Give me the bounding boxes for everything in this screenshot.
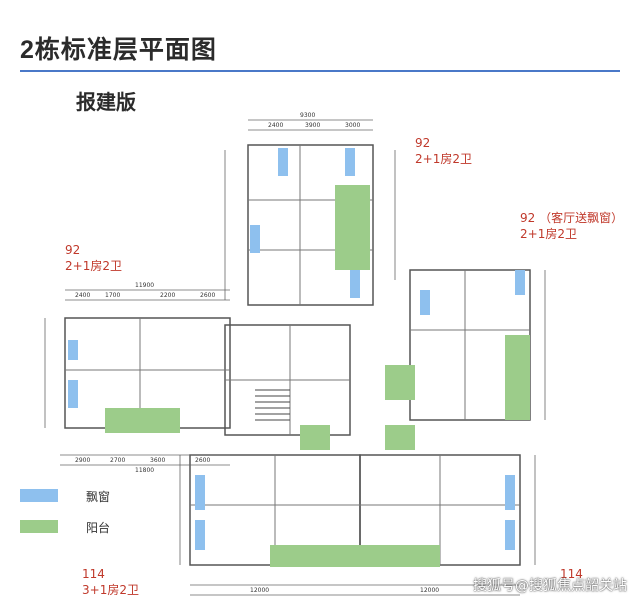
unit-label-top: 92 2+1房2卫 xyxy=(415,135,472,167)
unit-top-outline xyxy=(247,144,374,306)
legend-label-bay-window: 飘窗 xyxy=(86,490,111,504)
unit-label-left: 92 2+1房2卫 xyxy=(65,242,122,274)
unit-type: 3+1房2卫 xyxy=(82,583,139,597)
dim-top-1: 2400 xyxy=(268,122,283,129)
dim-top-total: 9300 xyxy=(300,112,315,119)
unit-area: 114 xyxy=(560,567,583,581)
page-subtitle: 报建版 xyxy=(76,92,136,114)
unit-area: 92 （客厅送飘窗） xyxy=(520,211,624,225)
dim-bottom-2: 12000 xyxy=(420,587,439,594)
dim-top-3: 3000 xyxy=(345,122,360,129)
unit-type: 2+1房2卫 xyxy=(65,259,122,273)
legend-swatch-bay-window xyxy=(20,489,58,502)
page-title: 2栋标准层平面图 xyxy=(20,36,217,64)
dim-bottom-left-1: 2900 xyxy=(75,457,90,464)
unit-type: 2+1房2卫 xyxy=(520,227,577,241)
unit-area: 92 xyxy=(65,243,81,257)
dim-left-3: 2200 xyxy=(160,292,175,299)
dim-left-4: 2600 xyxy=(200,292,215,299)
dim-bottom-left-total: 11800 xyxy=(135,467,154,474)
unit-area: 92 xyxy=(415,136,431,150)
unit-label-bottom-left: 114 3+1房2卫 xyxy=(82,566,139,598)
unit-type: 2+1房2卫 xyxy=(415,152,472,166)
dim-bottom-left-3: 3600 xyxy=(150,457,165,464)
legend-swatch-balcony xyxy=(20,520,58,533)
unit-label-bottom-right: 114 xyxy=(560,566,583,582)
title-rule xyxy=(20,70,620,72)
dim-bottom-left-4: 2600 xyxy=(195,457,210,464)
legend-label-balcony: 阳台 xyxy=(86,521,111,535)
dim-top-2: 3900 xyxy=(305,122,320,129)
dim-bottom-left-2: 2700 xyxy=(110,457,125,464)
dim-left-2: 1700 xyxy=(105,292,120,299)
watermark: 搜狐号@搜狐焦点韶关站 xyxy=(473,578,627,594)
unit-area: 114 xyxy=(82,567,105,581)
dim-bottom-1: 12000 xyxy=(250,587,269,594)
dim-left-total: 11900 xyxy=(135,282,154,289)
unit-label-right: 92 （客厅送飘窗） 2+1房2卫 xyxy=(520,210,623,242)
dim-left-1: 2400 xyxy=(75,292,90,299)
